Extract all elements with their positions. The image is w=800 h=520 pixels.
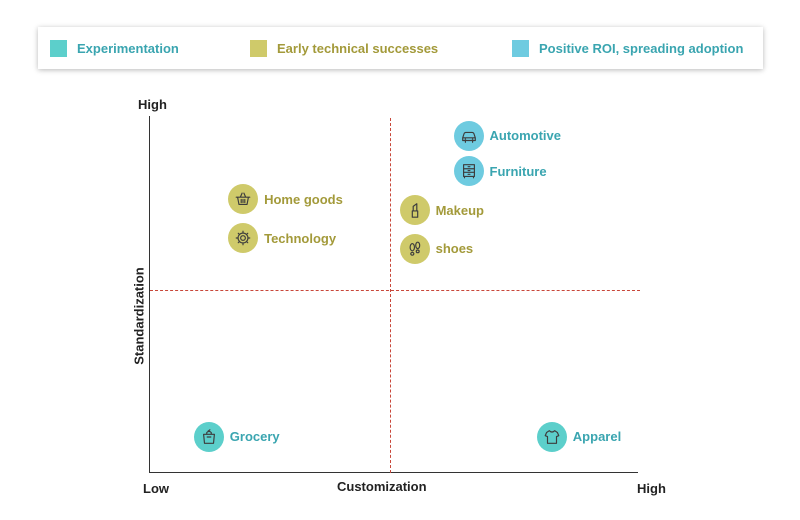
data-point-label: Automotive bbox=[489, 128, 562, 144]
quadrant-divider-horizontal bbox=[150, 290, 640, 291]
data-point-label: Grocery bbox=[229, 429, 280, 445]
shirt-icon bbox=[536, 421, 567, 452]
data-point-technology: Technology bbox=[228, 223, 337, 254]
grocery-bag-icon bbox=[193, 421, 224, 452]
data-point-shoes: shoes bbox=[399, 233, 474, 264]
lipstick-icon bbox=[399, 195, 430, 226]
basket-icon bbox=[228, 184, 259, 215]
data-point-apparel: Apparel bbox=[536, 421, 622, 452]
data-point-label: Furniture bbox=[489, 163, 547, 179]
data-point-makeup: Makeup bbox=[399, 195, 484, 226]
legend-label: Positive ROI, spreading adoption bbox=[539, 41, 744, 56]
legend-item-positive-roi: Positive ROI, spreading adoption bbox=[512, 39, 743, 58]
legend-swatch bbox=[50, 40, 67, 57]
dresser-icon bbox=[453, 156, 484, 187]
x-tick-low: Low bbox=[143, 481, 169, 496]
data-point-label: Makeup bbox=[435, 202, 484, 218]
x-axis-label: Customization bbox=[337, 479, 427, 494]
y-axis-line bbox=[149, 116, 150, 473]
legend-swatch bbox=[250, 40, 267, 57]
footprint-icon bbox=[399, 233, 430, 264]
data-point-label: Technology bbox=[264, 230, 337, 246]
car-icon bbox=[453, 120, 484, 151]
chart-legend: Experimentation Early technical successe… bbox=[38, 27, 763, 69]
legend-label: Early technical successes bbox=[277, 41, 439, 56]
legend-label: Experimentation bbox=[77, 41, 179, 56]
y-tick-high: High bbox=[138, 97, 167, 112]
x-tick-high: High bbox=[637, 481, 666, 496]
legend-swatch bbox=[512, 40, 529, 57]
legend-item-early-technical-successes: Early technical successes bbox=[250, 39, 438, 58]
data-point-automotive: Automotive bbox=[453, 120, 562, 151]
gear-icon bbox=[228, 223, 259, 254]
data-point-label: Apparel bbox=[572, 429, 622, 445]
quadrant-divider-vertical bbox=[390, 118, 391, 473]
y-axis-label: Standardization bbox=[131, 267, 147, 365]
data-point-home-goods: Home goods bbox=[228, 184, 343, 215]
legend-item-experimentation: Experimentation bbox=[50, 39, 179, 58]
data-point-furniture: Furniture bbox=[453, 156, 547, 187]
data-point-label: shoes bbox=[435, 241, 474, 257]
data-point-label: Home goods bbox=[264, 191, 343, 207]
data-point-grocery: Grocery bbox=[193, 421, 280, 452]
x-axis-line bbox=[149, 472, 638, 473]
